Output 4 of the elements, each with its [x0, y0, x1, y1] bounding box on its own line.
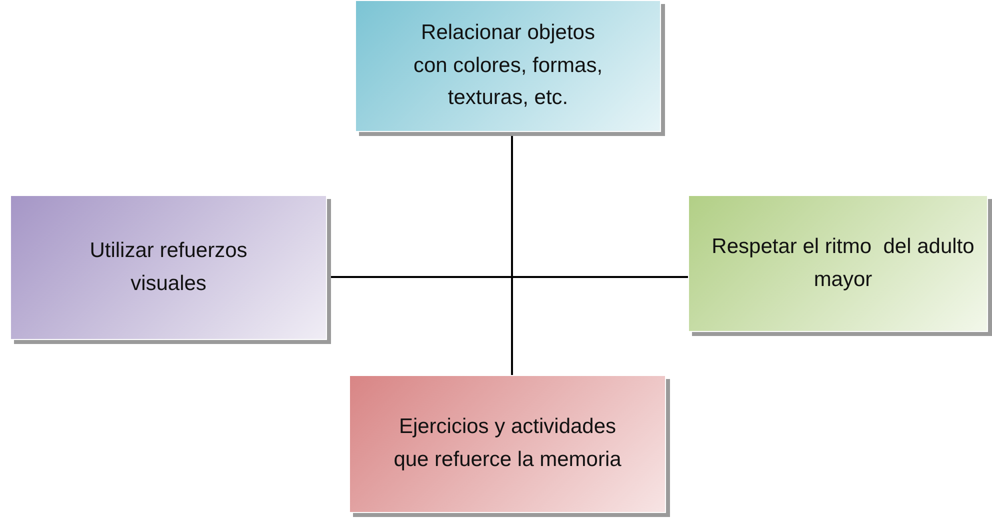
box-text: Relacionar objetos con colores, formas, texturas, etc.	[412, 20, 604, 112]
box-text: Ejercicios y actividades que refuerce la memoria	[392, 414, 622, 473]
box-text: Utilizar refuerzos visuales	[88, 238, 248, 296]
box-text: Respetar el ritmo del adulto mayor	[711, 234, 975, 292]
